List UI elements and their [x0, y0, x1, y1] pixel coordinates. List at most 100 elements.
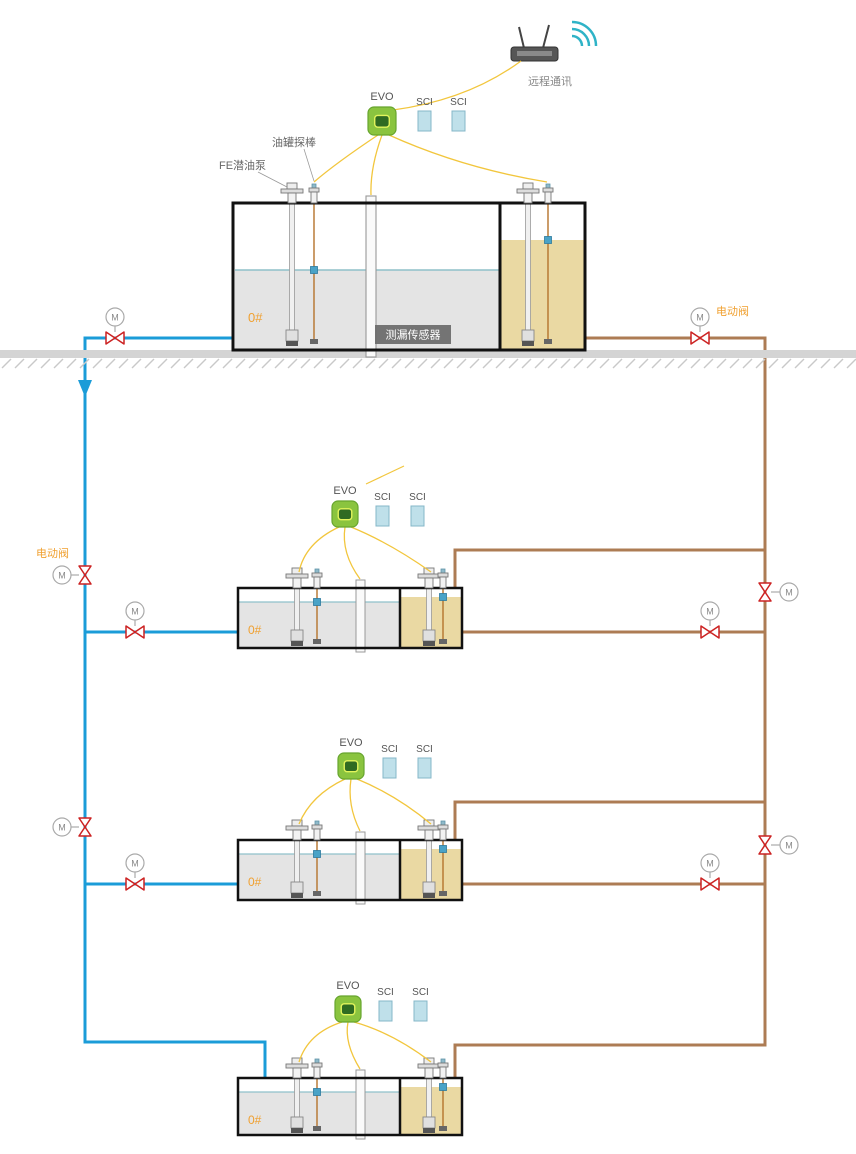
- hatch-tick: [560, 358, 571, 369]
- probe-float: [313, 598, 321, 606]
- probe-fitting-stem: [544, 191, 552, 204]
- probe-connector: [545, 183, 551, 189]
- evo-label: EVO: [339, 737, 363, 749]
- pump-shaft: [426, 1077, 432, 1118]
- signal-wire: [370, 134, 383, 196]
- hatch-tick: [430, 358, 441, 369]
- pump-fitting-cap: [291, 567, 303, 575]
- hatch-tick: [170, 358, 181, 369]
- hatch-tick: [508, 358, 519, 369]
- valve-brown-main: M: [690, 307, 710, 345]
- hatch-tick: [378, 358, 389, 369]
- motor-label: M: [58, 823, 66, 833]
- sci-module: SCI: [412, 987, 429, 1022]
- fe-pump-label: FE潜油泵: [219, 158, 266, 172]
- probe-fitting-cap: [437, 824, 449, 830]
- hatch-tick: [144, 358, 155, 369]
- motor-label: M: [696, 313, 704, 323]
- sci-body: [375, 505, 390, 527]
- signal-wire: [298, 778, 346, 825]
- probe-float: [439, 1083, 447, 1091]
- leak-sensor-label: 测漏传感器: [386, 329, 441, 342]
- valve-body: [690, 331, 710, 345]
- probe-weight: [310, 339, 318, 344]
- hatch-tick: [794, 358, 805, 369]
- pump-shaft: [525, 202, 531, 331]
- valve-body: [758, 582, 772, 602]
- hatch-tick: [521, 358, 532, 369]
- hatch-tick: [313, 358, 324, 369]
- hatch-tick: [846, 358, 856, 369]
- valve-body: [700, 877, 720, 891]
- sci-module: SCI: [374, 492, 391, 527]
- signal-wire: [350, 526, 432, 573]
- motor-indicator: [700, 601, 720, 621]
- motor-label: M: [131, 607, 139, 617]
- hatch-tick: [755, 358, 766, 369]
- sci-body: [410, 505, 425, 527]
- hatch-tick: [14, 358, 25, 369]
- evo-label: EVO: [336, 980, 360, 992]
- hatch-tick: [456, 358, 467, 369]
- hatch-tick: [92, 358, 103, 369]
- motor-label: M: [706, 607, 714, 617]
- hatch-tick: [404, 358, 415, 369]
- valve-body: [78, 565, 92, 585]
- pump-fitting-stem: [287, 192, 297, 204]
- hatch-tick: [651, 358, 662, 369]
- probe-fitting-stem: [439, 828, 447, 841]
- leak-sensor-tube: [355, 579, 366, 653]
- leak-sensor-tube: [365, 195, 377, 358]
- hatch-tick: [534, 358, 545, 369]
- sci-label: SCI: [450, 97, 467, 108]
- hatch-tick: [729, 358, 740, 369]
- pump-intake: [423, 641, 435, 646]
- tank-shell: [236, 586, 464, 650]
- probe-float: [439, 593, 447, 601]
- valve-brown-branch-1: M: [700, 601, 720, 639]
- probe-weight: [439, 1126, 447, 1131]
- hatch-tick: [40, 358, 51, 369]
- pump-intake: [286, 341, 298, 346]
- signal-wire: [365, 465, 405, 485]
- probe-fitting-stem: [313, 1066, 321, 1079]
- tank-number-label: 0#: [248, 310, 263, 325]
- evo-controller-2: EVO: [331, 485, 359, 528]
- pump-fitting-stem: [292, 829, 302, 841]
- hatch-tick: [339, 358, 350, 369]
- probe-connector: [314, 820, 320, 826]
- probe-float: [544, 236, 552, 244]
- hatch-tick: [209, 358, 220, 369]
- signal-wire: [349, 778, 361, 832]
- leak-sensor-tag-bg: [375, 325, 451, 344]
- hatch-tick: [703, 358, 714, 369]
- pump-fitting-stem: [424, 1067, 434, 1079]
- sci-body: [413, 1000, 428, 1022]
- valve-body: [758, 835, 772, 855]
- signal-wire: [298, 1021, 343, 1063]
- valve-blue-branch-1: M: [125, 601, 145, 639]
- probe-connector: [311, 183, 317, 189]
- tank-probe-label: 油罐探棒: [272, 135, 316, 149]
- hatch-tick: [807, 358, 818, 369]
- pump-shaft: [294, 587, 300, 631]
- probe-connector: [314, 568, 320, 574]
- pump-fitting-flange: [285, 573, 309, 579]
- hatch-tick: [482, 358, 493, 369]
- signal-wire: [356, 778, 432, 825]
- hatch-tick: [586, 358, 597, 369]
- hatch-tick: [417, 358, 428, 369]
- tank-shell: [236, 1076, 464, 1137]
- hatch-tick: [612, 358, 623, 369]
- hatch-tick: [547, 358, 558, 369]
- probe-float: [310, 266, 318, 274]
- sci-label: SCI: [412, 987, 429, 998]
- leak-sensor-tube: [355, 831, 366, 905]
- pump-fitting-flange: [285, 1063, 309, 1069]
- pump-fitting-flange: [285, 825, 309, 831]
- hatch-tick: [235, 358, 246, 369]
- motor-label: M: [58, 571, 66, 581]
- sci-label: SCI: [377, 987, 394, 998]
- wifi-signal-icon: [571, 34, 584, 47]
